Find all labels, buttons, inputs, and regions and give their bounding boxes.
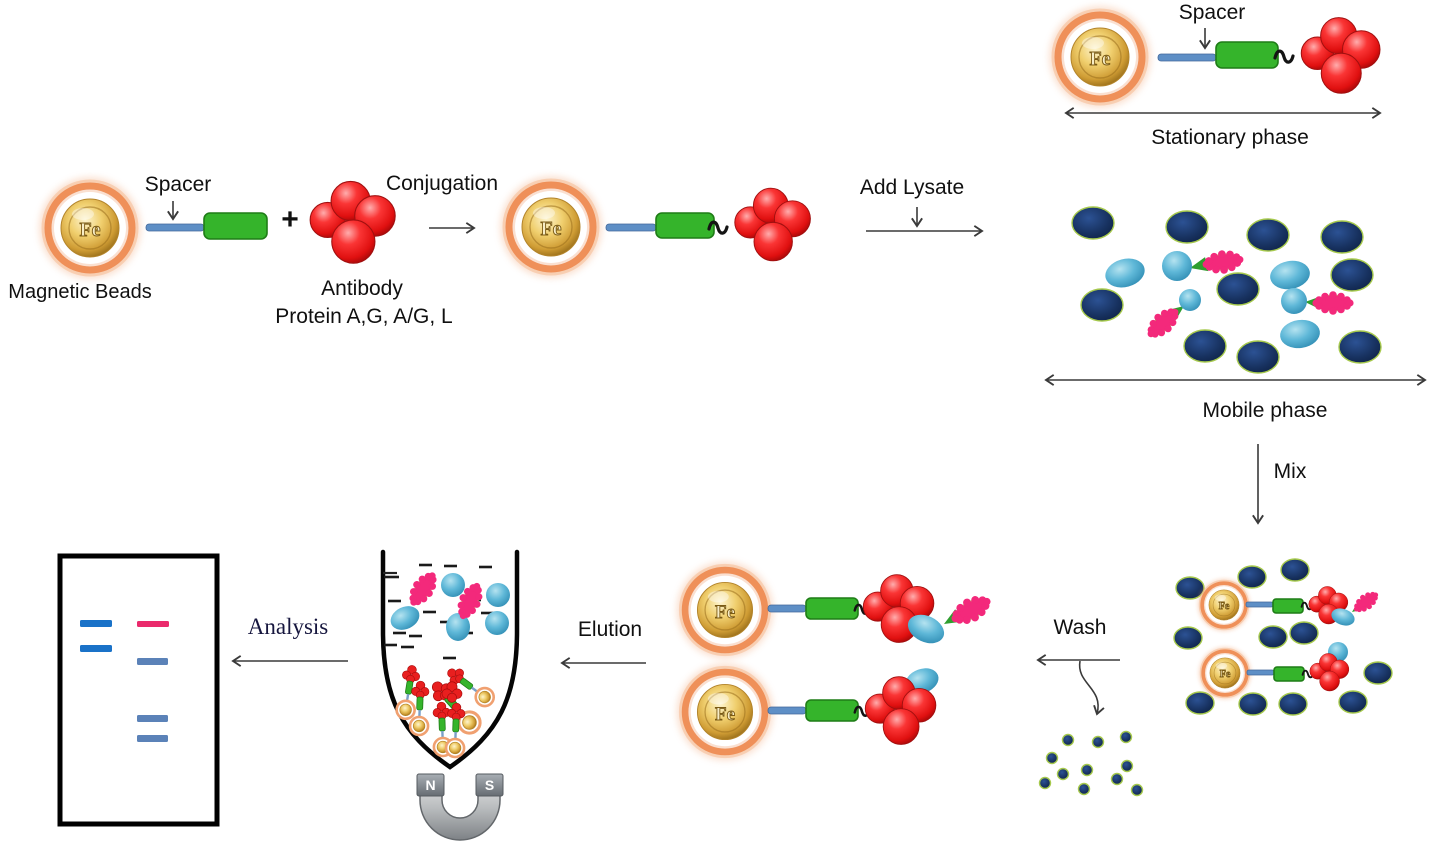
add-lysate-label: Add Lysate [859, 176, 965, 199]
wash-arrows [1036, 654, 1120, 716]
captured-complex-1: Fe [677, 562, 997, 659]
target-protein [1280, 319, 1320, 349]
magnet-south-label: S [485, 777, 494, 793]
target-protein [1179, 289, 1201, 311]
gel-band [137, 735, 168, 742]
conjugation-label: Conjugation [385, 172, 499, 195]
target-protein [1270, 260, 1310, 290]
fe-label: Fe [1089, 48, 1110, 70]
antibody-cluster [309, 180, 396, 264]
spacer-line [1157, 53, 1217, 62]
gel-band [137, 658, 168, 665]
fe-label: Fe [540, 218, 561, 240]
magnetic-beads-label: Magnetic Beads [8, 281, 152, 303]
gel-band [80, 645, 112, 652]
conjugated-bead: Fe [500, 176, 811, 278]
spacer-line [145, 223, 205, 232]
fe-label: Fe [715, 602, 735, 623]
washed-away-debris [1038, 730, 1144, 797]
add-lysate-arrow [866, 207, 984, 237]
plus-sign: + [281, 203, 299, 236]
linker-block [1215, 41, 1279, 69]
fe-label: Fe [715, 704, 735, 725]
mobile-phase-label: Mobile phase [1202, 399, 1328, 422]
pelleted-bead-conjugates [395, 663, 497, 757]
captured-complex-2: Fe [677, 664, 939, 761]
spacer-label-left: Spacer [144, 173, 212, 196]
stationary-phase-label: Stationary phase [1151, 126, 1309, 149]
bead-antibody-antigen-complex: Fe [1197, 578, 1383, 631]
antibody-cluster [1300, 17, 1381, 94]
protein-types-label: Protein A,G, A/G, L [275, 305, 453, 328]
gel-band [137, 715, 168, 722]
mobile-phase-lysate [1071, 206, 1382, 374]
magnetic-bead: Fe [39, 177, 141, 279]
antigen-pink [1311, 290, 1355, 316]
horseshoe-magnet: N S [416, 773, 504, 841]
mix-label: Mix [1273, 460, 1307, 483]
spacer-line [605, 223, 657, 232]
linker-block [203, 212, 268, 240]
stationary-phase-complex: Fe [1049, 6, 1381, 108]
analysis-label: Analysis [247, 614, 329, 639]
bead-antibody-antigen-complex: Fe [1198, 642, 1350, 700]
antigen-pink [1200, 246, 1246, 278]
linker-block [655, 212, 715, 239]
spacer-label-top: Spacer [1178, 1, 1246, 24]
separation-tube [380, 549, 520, 770]
binding-mixture: Fe Fe [1173, 558, 1393, 716]
target-protein [1105, 258, 1145, 288]
fe-label: Fe [1220, 669, 1231, 680]
antibody-label: Antibody [321, 277, 403, 300]
antibody-cluster [734, 187, 811, 262]
gel-band [80, 620, 112, 627]
wash-label: Wash [1053, 616, 1107, 639]
target-protein [1162, 251, 1192, 281]
magnet-north-label: N [425, 777, 435, 793]
fe-label: Fe [79, 219, 100, 241]
gel-band [137, 621, 169, 627]
target-protein [1281, 288, 1307, 314]
eluted-antigens [390, 566, 510, 641]
gel-electrophoresis [57, 553, 220, 827]
elution-label: Elution [577, 618, 643, 641]
fe-label: Fe [1219, 601, 1230, 612]
